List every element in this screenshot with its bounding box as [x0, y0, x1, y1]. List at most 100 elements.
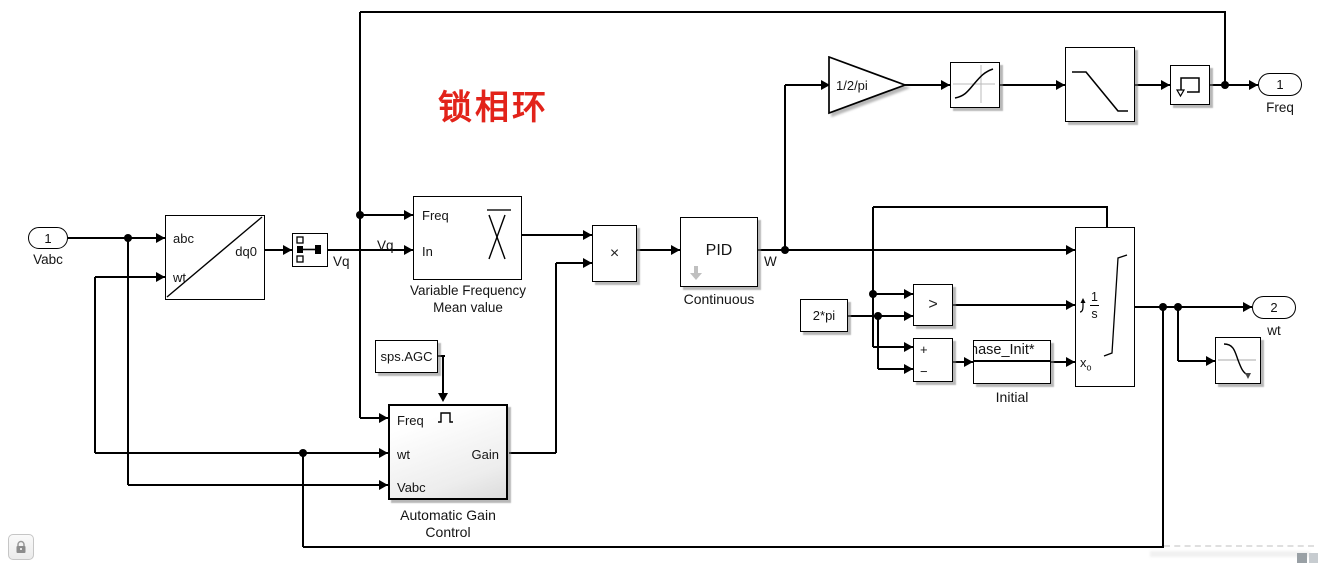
wire[interactable]	[878, 315, 913, 317]
wire[interactable]	[1210, 84, 1258, 86]
wire[interactable]	[1106, 207, 1108, 227]
wire[interactable]	[905, 84, 950, 86]
integrator-block[interactable]: 1 s xo	[1075, 227, 1135, 387]
pulse-trigger-icon	[438, 412, 453, 423]
in-port-label: In	[422, 244, 433, 259]
variable-frequency-mean-block[interactable]: Freq In	[413, 196, 522, 280]
wire[interactable]	[68, 237, 165, 239]
rising-edge-icon	[1079, 298, 1086, 313]
wt-port-label: wt	[173, 270, 186, 285]
arrowhead	[904, 342, 913, 352]
inport-vabc[interactable]: 1	[28, 227, 68, 249]
freq-port-label: Freq	[422, 208, 449, 223]
memory-block[interactable]	[1170, 65, 1210, 105]
sum-block[interactable]: + −	[913, 338, 953, 382]
wire[interactable]	[1135, 84, 1170, 86]
wire[interactable]	[1178, 360, 1215, 362]
wire[interactable]	[128, 484, 388, 486]
arrowhead	[671, 245, 680, 255]
wire[interactable]	[328, 249, 413, 251]
wire[interactable]	[303, 452, 388, 454]
wire[interactable]	[953, 361, 973, 363]
arrowhead	[821, 80, 830, 90]
gain-block[interactable]: 1/2/pi	[828, 55, 910, 116]
wire[interactable]	[94, 277, 96, 453]
arrowhead	[156, 233, 165, 243]
wire[interactable]	[873, 293, 913, 295]
wire[interactable]	[872, 207, 874, 347]
hit-crossing-icon	[1218, 343, 1256, 379]
watermark-mark	[1297, 553, 1307, 563]
mean-value-caption: Mean value	[433, 300, 503, 315]
outport-wt-label: wt	[1267, 323, 1281, 338]
signal-label-vq: Vq	[377, 238, 394, 253]
wire[interactable]	[953, 304, 1075, 306]
pid-block[interactable]: PID	[680, 217, 758, 287]
agc-caption: Control	[425, 524, 471, 540]
junction-dot	[781, 246, 789, 254]
integrator-transfer-function: 1 s	[1090, 290, 1099, 321]
mean-xbar-icon	[487, 209, 511, 260]
wire[interactable]	[442, 355, 444, 398]
saturation-block[interactable]	[950, 62, 1000, 108]
lock-button[interactable]	[8, 534, 34, 560]
limited-integrator-curve-icon	[1103, 254, 1128, 357]
arrowhead	[1066, 245, 1075, 255]
signal-label-vq: Vq	[333, 254, 350, 269]
wire[interactable]	[556, 262, 592, 264]
wire[interactable]	[758, 249, 1075, 251]
wire[interactable]	[438, 355, 445, 357]
outport-freq[interactable]: 1	[1258, 73, 1302, 96]
wire[interactable]	[1135, 306, 1252, 308]
wire[interactable]	[360, 417, 388, 419]
wire[interactable]	[509, 452, 556, 454]
wire[interactable]	[265, 249, 292, 251]
wire[interactable]	[873, 206, 1108, 208]
variable-frequency-caption: Variable Frequency	[409, 283, 527, 298]
saturation-curve-icon	[953, 65, 995, 103]
arrowhead	[438, 393, 448, 402]
wire[interactable]	[1000, 84, 1065, 86]
wire[interactable]	[878, 368, 913, 370]
wire[interactable]	[360, 214, 413, 216]
lowpass-filter-block[interactable]	[1065, 47, 1135, 122]
wire[interactable]	[873, 346, 913, 348]
initial-constant-block[interactable]: hase_Init*	[973, 340, 1051, 384]
wire[interactable]	[95, 452, 303, 454]
constant-sps-agc-block[interactable]: sps.AGC	[375, 340, 438, 373]
wire[interactable]	[95, 276, 165, 278]
junction-dot	[124, 234, 132, 242]
junction-dot	[1159, 303, 1167, 311]
wire[interactable]	[555, 263, 557, 453]
relational-operator-block[interactable]: >	[913, 284, 953, 326]
wire[interactable]	[522, 234, 592, 236]
wire[interactable]	[127, 238, 129, 485]
wire[interactable]	[785, 84, 830, 86]
product-block[interactable]: ×	[592, 225, 637, 282]
wire[interactable]	[877, 316, 879, 369]
wire[interactable]	[848, 315, 878, 317]
wire[interactable]	[1224, 12, 1226, 85]
abc-dq0-block[interactable]: abc wt dq0	[165, 215, 265, 300]
arrowhead	[379, 480, 388, 490]
pid-label: PID	[705, 242, 733, 259]
wire[interactable]	[1051, 361, 1075, 363]
inport-vabc-label: Vabc	[33, 252, 63, 267]
wire[interactable]	[303, 546, 1164, 548]
arrowhead	[904, 311, 913, 321]
selector-block[interactable]	[292, 233, 328, 267]
wire[interactable]	[784, 85, 786, 250]
arrowhead	[1249, 80, 1258, 90]
wire[interactable]	[302, 453, 304, 547]
wire[interactable]	[1162, 307, 1164, 547]
hit-crossing-block[interactable]	[1215, 337, 1261, 384]
automatic-gain-control-block[interactable]: Freq wt Vabc Gain	[388, 404, 508, 500]
watermark-mark	[1309, 553, 1318, 563]
wire[interactable]	[1177, 307, 1179, 361]
wire[interactable]	[360, 11, 1226, 13]
constant-2pi-block[interactable]: 2*pi	[800, 299, 848, 332]
arrowhead	[1243, 302, 1252, 312]
wire[interactable]	[637, 249, 680, 251]
memory-loop-icon	[1175, 77, 1200, 98]
outport-wt[interactable]: 2	[1252, 296, 1296, 319]
